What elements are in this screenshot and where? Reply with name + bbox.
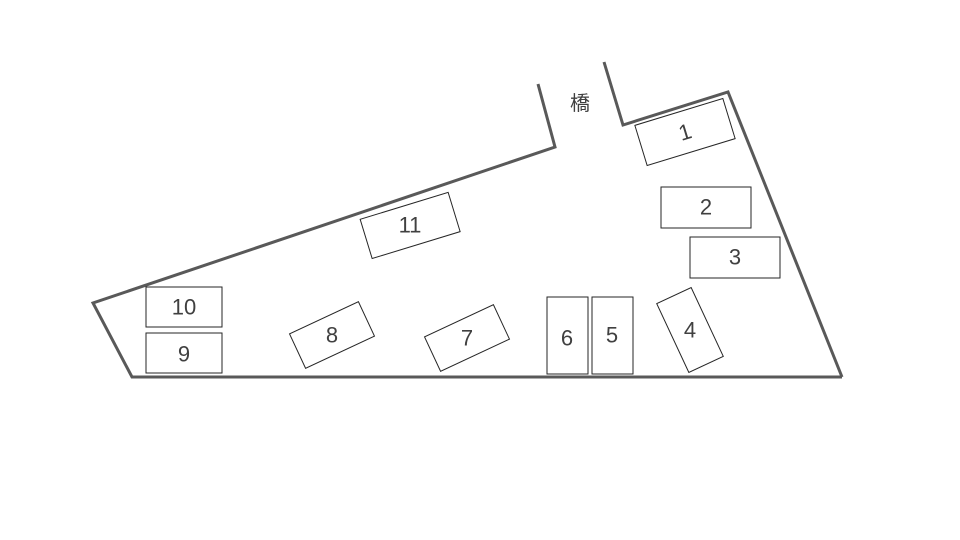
slot-9-label: 9 [178, 342, 190, 367]
slot-2-label: 2 [700, 195, 712, 220]
lot-boundary-right [602, 61, 844, 378]
slot-5-box [591, 296, 634, 375]
parking-slot-10[interactable]: 10 [145, 286, 223, 328]
slot-7-label: 7 [461, 326, 473, 351]
slot-1-box [634, 97, 736, 167]
slot-11-box [359, 191, 461, 260]
slot-4-box [656, 286, 724, 374]
slot-11-label: 11 [399, 213, 422, 238]
parking-slot-8[interactable]: 8 [288, 301, 376, 369]
parking-slot-2[interactable]: 2 [660, 186, 752, 229]
slot-8-label: 8 [326, 323, 338, 348]
slot-3-label: 3 [729, 245, 741, 270]
parking-slot-1[interactable]: 1 [634, 97, 736, 167]
slot-5-label: 5 [606, 323, 618, 348]
parking-slot-4[interactable]: 4 [656, 286, 724, 374]
parking-slot-6[interactable]: 6 [546, 296, 589, 375]
parking-slot-9[interactable]: 9 [145, 332, 223, 374]
slot-7-box [423, 304, 511, 372]
slot-8-box [288, 301, 376, 369]
slot-10-box [145, 286, 223, 328]
parking-slot-7[interactable]: 7 [423, 304, 511, 372]
slot-6-label: 6 [561, 326, 573, 351]
slot-2-box [660, 186, 752, 229]
parking-slot-11[interactable]: 11 [359, 191, 461, 260]
lot-boundary-left [90, 83, 842, 379]
slot-10-label: 10 [172, 295, 196, 320]
slot-4-label: 4 [684, 318, 696, 343]
slot-6-box [546, 296, 589, 375]
slot-3-box [689, 236, 781, 279]
slot-9-box [145, 332, 223, 374]
bridge-label: 橋 [570, 91, 590, 115]
parking-slot-3[interactable]: 3 [689, 236, 781, 279]
parking-slot-5[interactable]: 5 [591, 296, 634, 375]
